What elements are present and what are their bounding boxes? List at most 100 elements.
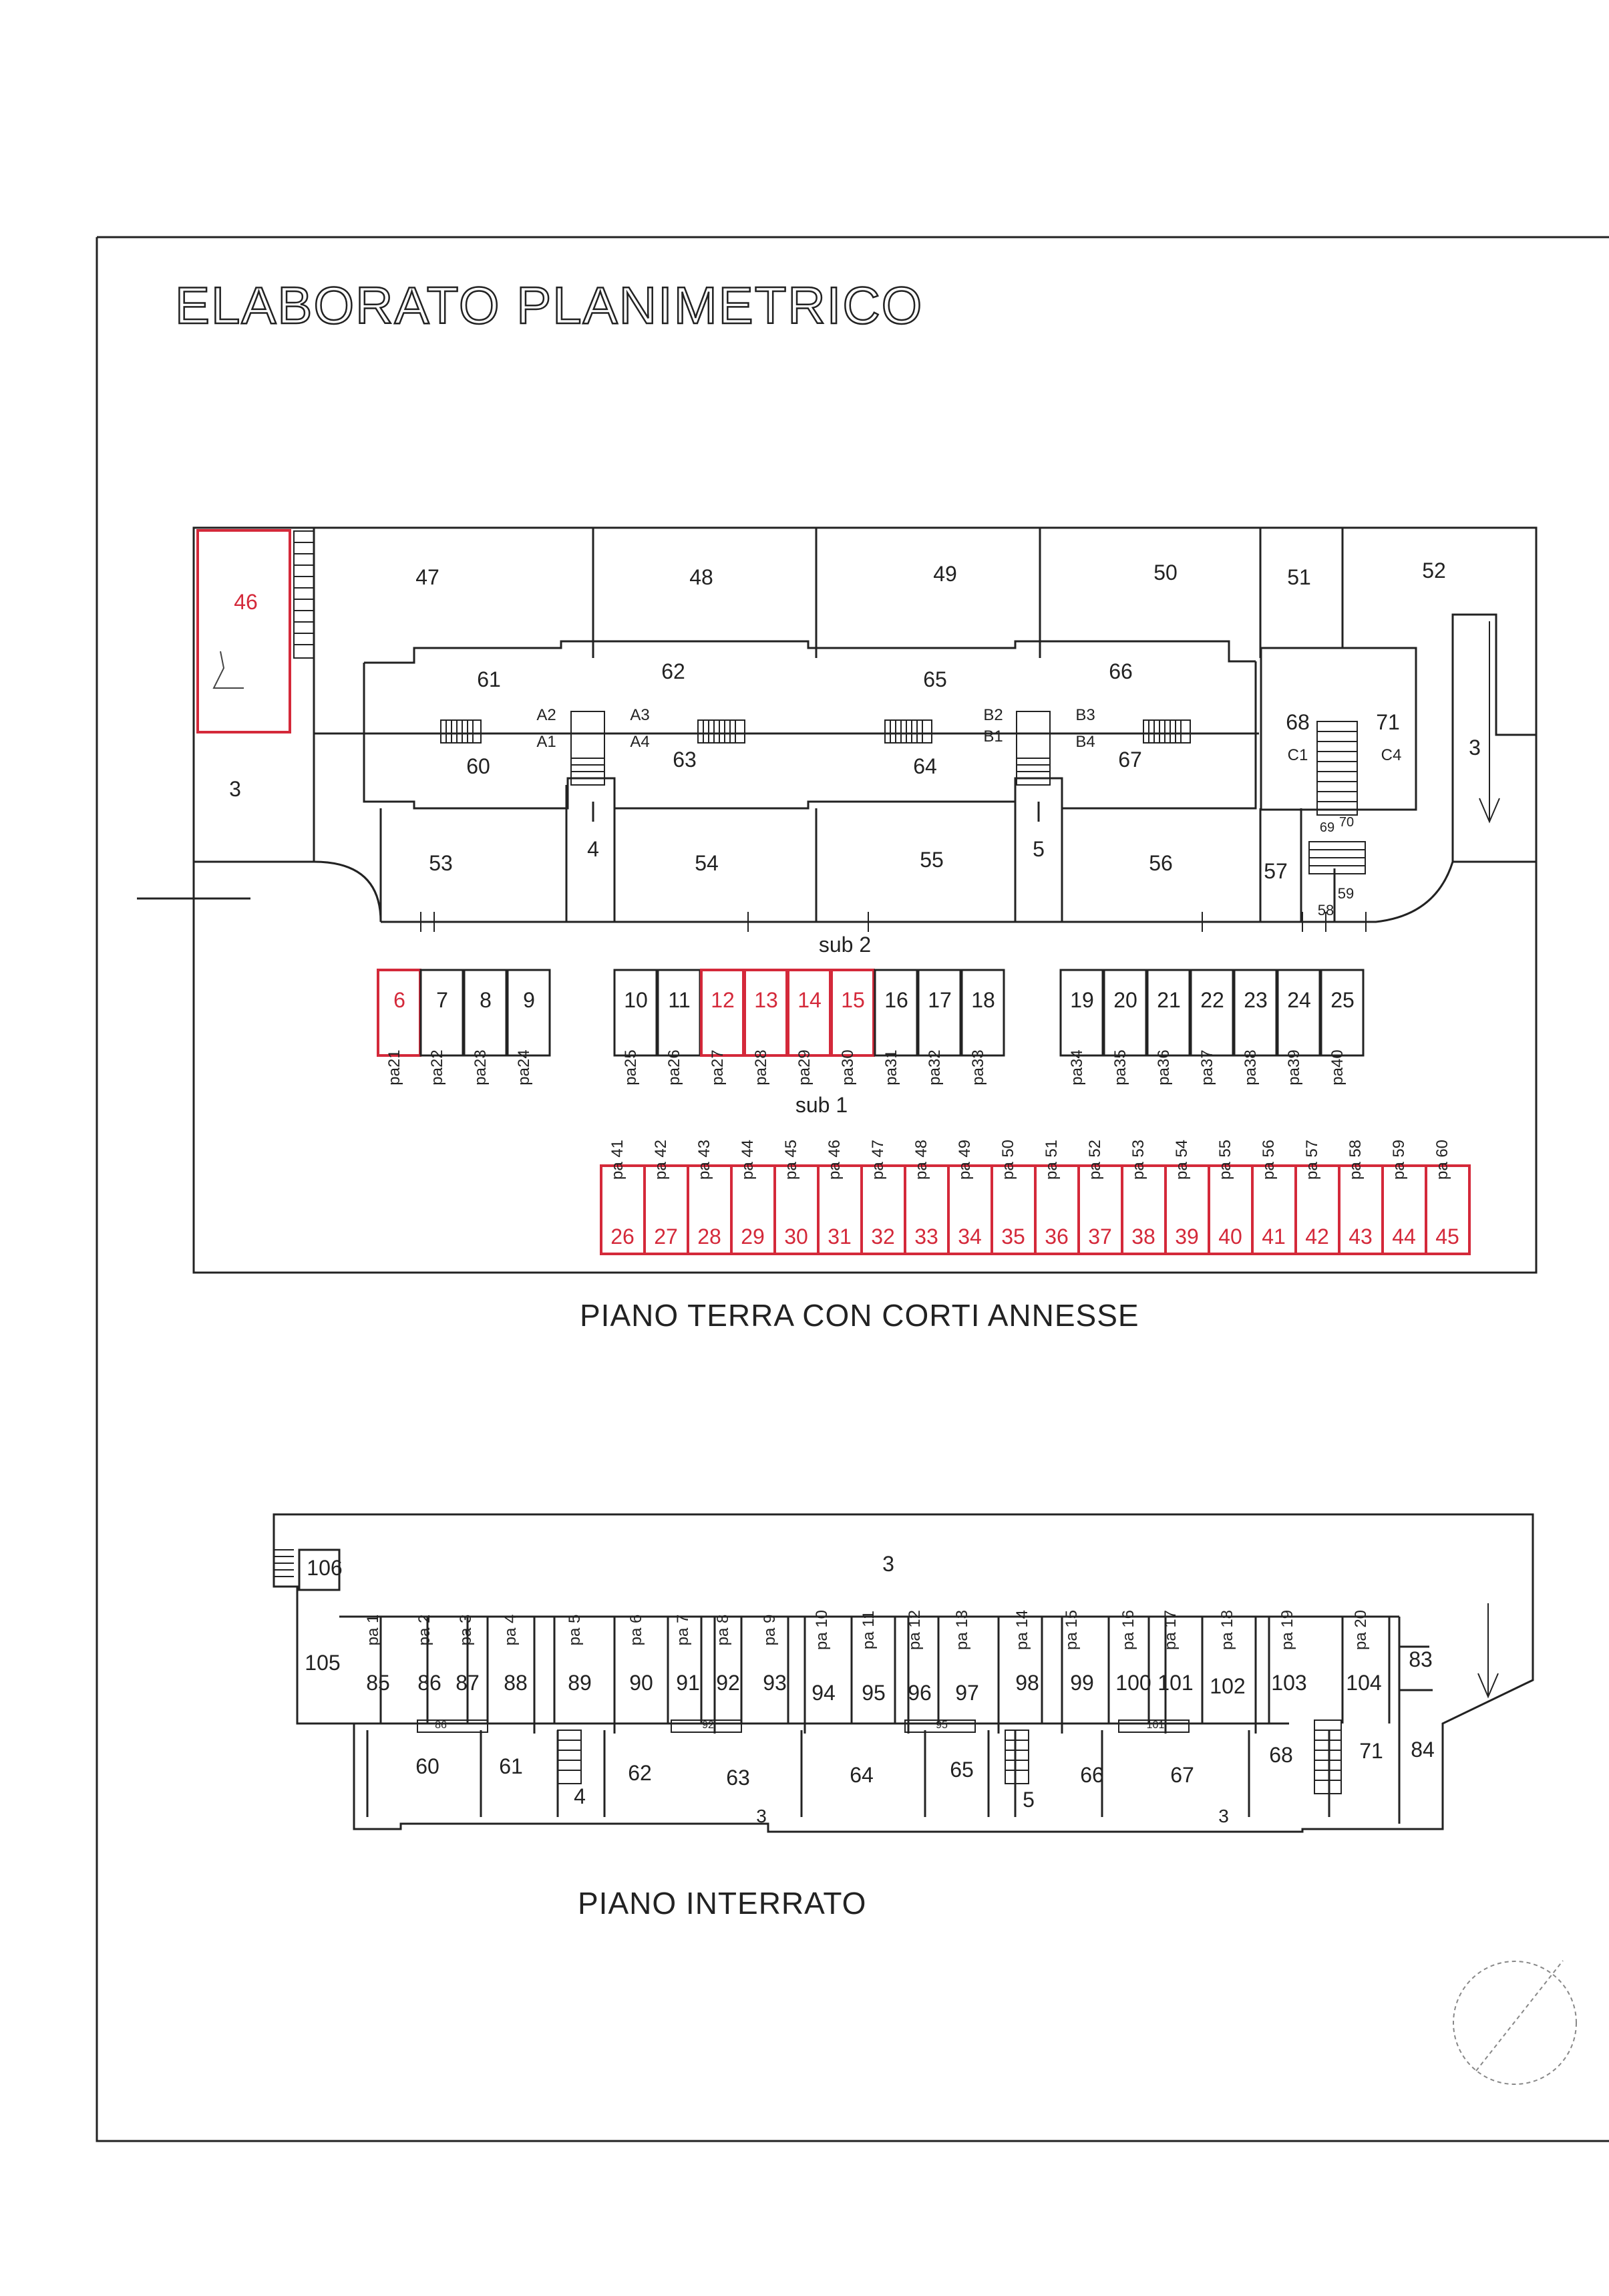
courtyard-47: 47: [415, 565, 439, 589]
ground-floor-plan: [137, 526, 1538, 1274]
parking-pa55: pa 55: [1216, 1140, 1234, 1180]
basement-parking-pa4: pa 4: [502, 1615, 520, 1646]
box-number-20: 20: [1113, 988, 1137, 1012]
box-number-32: 32: [871, 1224, 895, 1249]
basement-unit-100: 100: [1115, 1671, 1151, 1695]
basement-unit-98: 98: [1015, 1671, 1039, 1695]
sub-1-label: sub 1: [795, 1093, 848, 1117]
basement-parking-pa10: pa 10: [813, 1610, 831, 1650]
box-number-43: 43: [1349, 1224, 1373, 1249]
basement-parking-pa3: pa 3: [457, 1615, 475, 1646]
common-area-3-right: 3: [1469, 735, 1481, 760]
unit-62: 62: [661, 659, 685, 683]
box-9: [506, 969, 551, 1057]
box-10: [613, 969, 658, 1057]
box-number-11: 11: [668, 988, 690, 1012]
unit-65: 65: [923, 667, 947, 691]
basement-unit-85: 85: [366, 1671, 390, 1695]
road-ticks: [420, 912, 1367, 932]
garden-56: 56: [1149, 851, 1173, 875]
basement-unit-62-lower: 62: [628, 1761, 652, 1785]
basement-edge: [1399, 1645, 1433, 1691]
parking-pa38: pa38: [1242, 1049, 1260, 1085]
basement-parking-pa8: pa 8: [714, 1615, 732, 1646]
road-left: [194, 860, 382, 923]
parking-pa27: pa27: [709, 1049, 727, 1085]
box-number-9: 9: [523, 988, 535, 1012]
basement-parking-pa9: pa 9: [761, 1615, 779, 1646]
stair-B3: B3: [1075, 706, 1095, 724]
box-number-25: 25: [1330, 988, 1355, 1012]
garden-58: 58: [1318, 902, 1334, 919]
box-number-37: 37: [1088, 1224, 1112, 1249]
stair-A3: A3: [630, 706, 649, 724]
unit-70: 70: [1339, 815, 1354, 830]
box-23: [1233, 969, 1278, 1057]
garden-53: 53: [429, 851, 453, 875]
basement-common-3-top: 3: [882, 1552, 894, 1576]
box-number-13: 13: [754, 988, 778, 1012]
parking-pa48: pa 48: [912, 1140, 930, 1180]
basement-unit-90: 90: [629, 1671, 653, 1695]
basement-unit-60-lower: 60: [415, 1754, 439, 1778]
box-number-35: 35: [1001, 1224, 1025, 1249]
garden-dividers: [379, 808, 1336, 922]
basement-unit-97: 97: [955, 1681, 979, 1705]
basement-unit-71-lower: 71: [1359, 1739, 1383, 1763]
basement-unit-103: 103: [1271, 1671, 1306, 1695]
basement-common-3-a: 3: [756, 1806, 767, 1826]
parking-pa45: pa 45: [782, 1140, 800, 1180]
courtyard-48: 48: [689, 565, 713, 589]
box-15: [830, 969, 875, 1057]
box-24: [1276, 969, 1321, 1057]
basement-stair-label-95: 95: [936, 1719, 948, 1731]
box-number-45: 45: [1435, 1224, 1459, 1249]
unit-69: 69: [1320, 820, 1334, 835]
garden-57: 57: [1264, 859, 1288, 883]
box-number-16: 16: [884, 988, 908, 1012]
box-22: [1190, 969, 1234, 1057]
basement-parking-pa18: pa 18: [1218, 1610, 1236, 1650]
basement-parking-pa20: pa 20: [1352, 1610, 1370, 1650]
box-16: [874, 969, 918, 1057]
corridor-4: [565, 785, 616, 922]
stair-46: [293, 530, 315, 659]
courtyard-dividers: [592, 528, 1344, 658]
basement-stairs: [417, 1719, 1342, 1794]
parking-pa30: pa30: [839, 1049, 857, 1085]
basement-stair-label-101: 101: [1147, 1719, 1165, 1731]
basement-common-3-b: 3: [1218, 1806, 1229, 1826]
basement-unit-87: 87: [456, 1671, 480, 1695]
box-18: [960, 969, 1005, 1057]
road-right: [1451, 613, 1536, 862]
parking-pa33: pa33: [969, 1049, 987, 1085]
unit-68: 68: [1286, 710, 1310, 734]
basement-unit-86: 86: [417, 1671, 441, 1695]
parking-pa60: pa 60: [1433, 1140, 1451, 1180]
unit-61: 61: [477, 667, 501, 691]
box-number-22: 22: [1200, 988, 1224, 1012]
parking-pa56: pa 56: [1260, 1140, 1278, 1180]
parking-pa59: pa 59: [1390, 1140, 1408, 1180]
parking-pa36: pa36: [1155, 1049, 1173, 1085]
box-20: [1103, 969, 1147, 1057]
stair-C4: C4: [1381, 746, 1402, 764]
unit-71: 71: [1376, 710, 1400, 734]
unit-60: 60: [466, 754, 490, 778]
common-area-3-left: 3: [229, 777, 241, 801]
basement-unit-dividers: [379, 1617, 1391, 1724]
basement-parking-pa6: pa 6: [627, 1615, 645, 1646]
basement-unit-67-lower: 67: [1170, 1763, 1194, 1787]
parking-pa46: pa 46: [826, 1140, 844, 1180]
basement-unit-66-lower: 66: [1080, 1763, 1104, 1787]
basement-unit-92: 92: [716, 1671, 740, 1695]
courtyard-51: 51: [1287, 565, 1311, 589]
parking-pa51: pa 51: [1043, 1140, 1061, 1180]
basement-unit-83: 83: [1409, 1647, 1433, 1671]
box-12: [700, 969, 745, 1057]
unit-64: 64: [913, 754, 937, 778]
box-number-26: 26: [610, 1224, 635, 1249]
basement-unit-64-lower: 64: [850, 1763, 874, 1787]
